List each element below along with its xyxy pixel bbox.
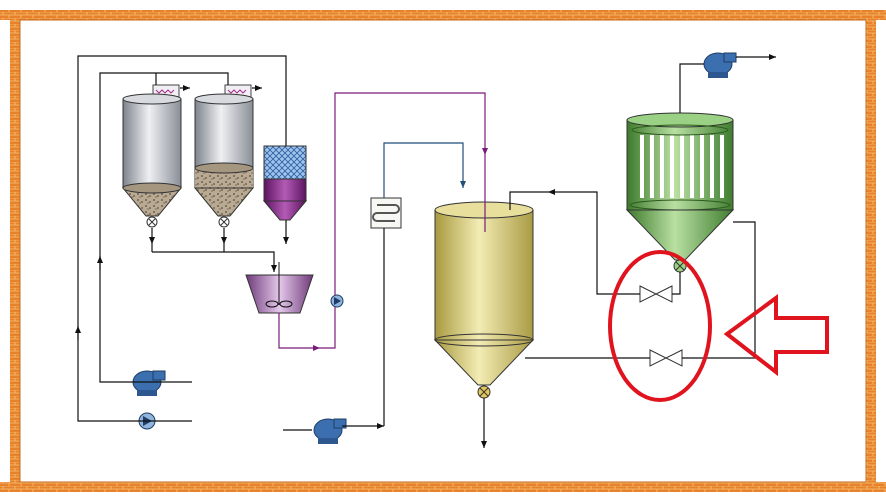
silo-2[interactable] (193, 84, 255, 228)
reactor[interactable] (433, 201, 535, 399)
callout-arrow (723, 294, 829, 377)
heat-exchanger[interactable] (370, 197, 402, 229)
mixer[interactable] (245, 262, 314, 314)
agitator-icon (265, 300, 279, 308)
product-line (278, 92, 488, 351)
filter-separator[interactable] (625, 112, 735, 273)
liquid-tank[interactable] (262, 145, 308, 221)
pump-mixer[interactable] (330, 294, 344, 308)
process-lines (75, 54, 776, 448)
highlight-ellipse (608, 250, 712, 402)
blower-bottom[interactable] (313, 418, 347, 444)
filter-bags-icon (640, 135, 724, 198)
cooling-line (383, 142, 466, 198)
silo-1[interactable] (121, 84, 183, 228)
